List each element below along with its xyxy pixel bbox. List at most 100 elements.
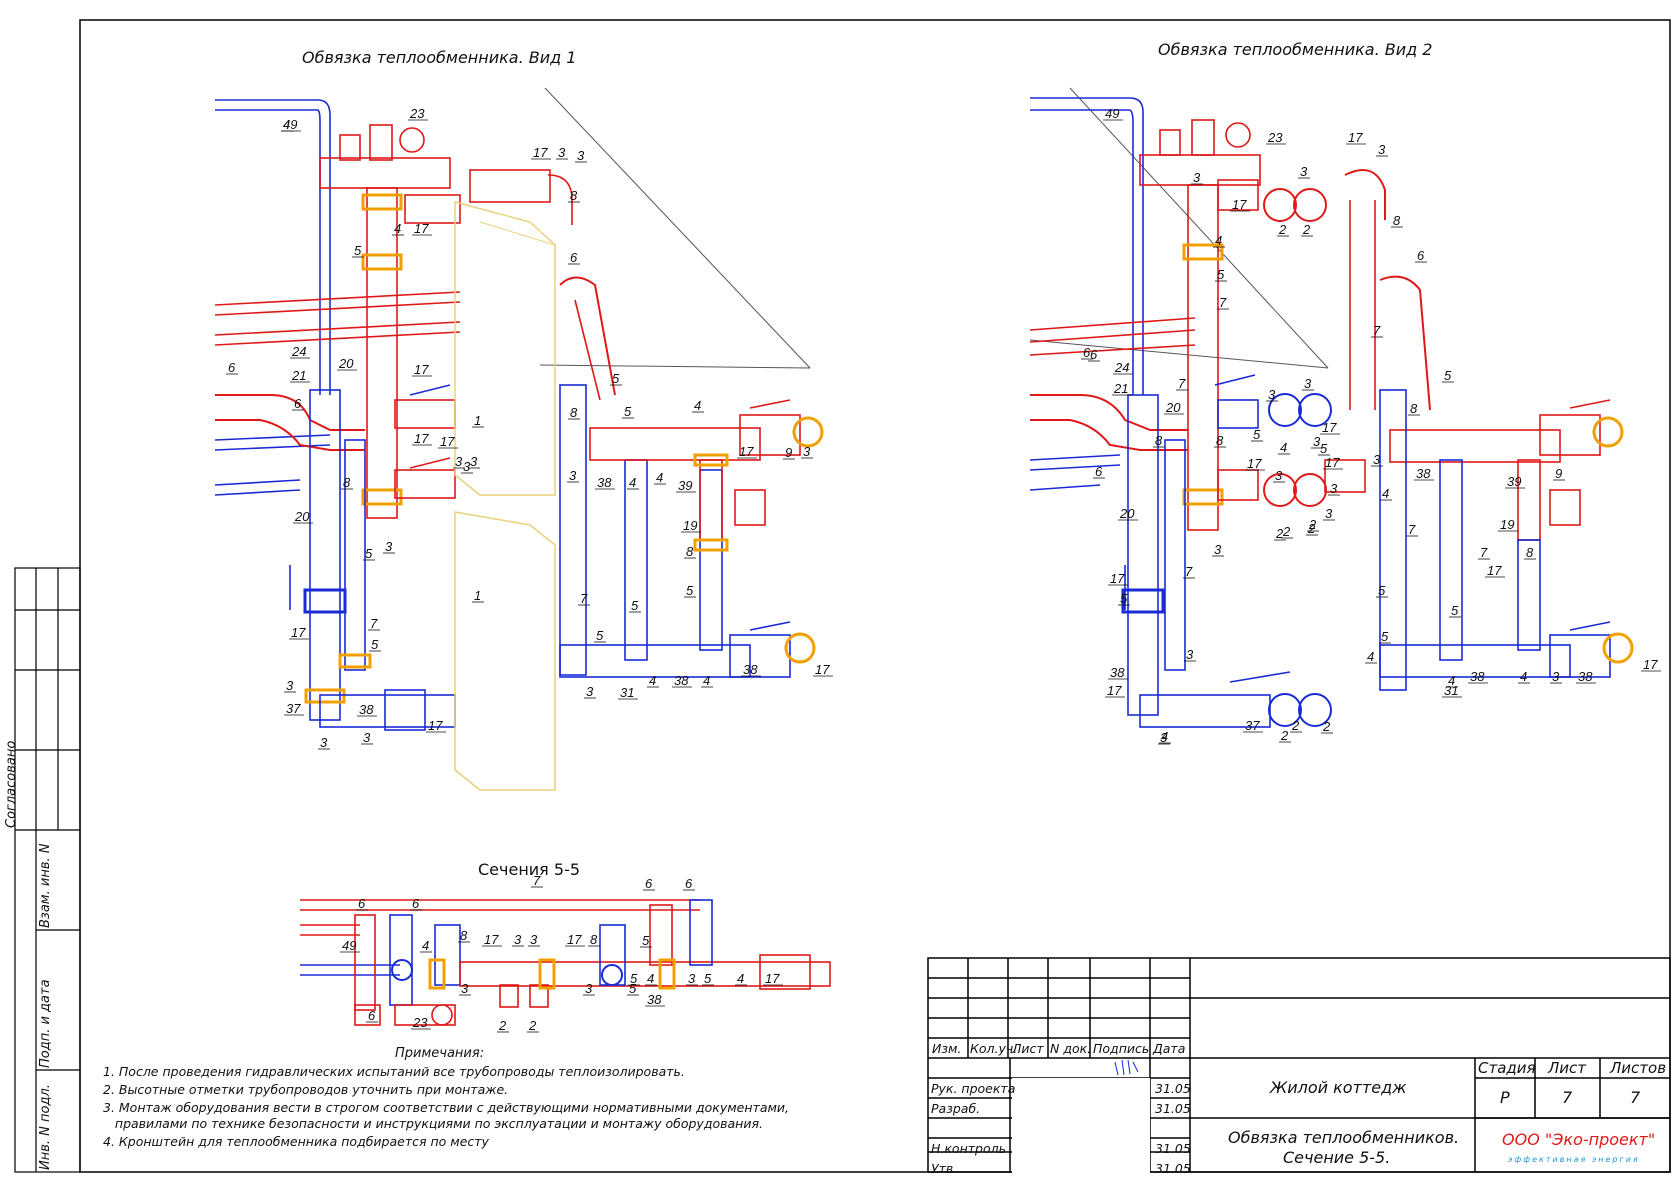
view2-callout-14: 7 [1219,295,1227,310]
view1-callout-1: 49 [283,117,297,132]
notes-heading: Примечания: [395,1046,485,1061]
view1-callout-61: 3 [363,730,371,745]
view1-callout-6: 8 [570,188,578,203]
view1-callout-5: 3 [577,148,585,163]
view2-callout-63: 4 [1448,673,1455,688]
tb-role-utv: Утв. [931,1161,958,1176]
view1-callout-57: 37 [286,701,301,716]
view1-callout-46: 17 [291,625,306,640]
view1-callout-48: 5 [596,628,604,643]
view1-callout-55: 17 [815,662,830,677]
view1-callout-53: 4 [703,673,710,688]
tb-company-slogan: эффективная энергия [1508,1155,1640,1164]
view1-callout-28: 8 [343,475,351,490]
view2-callout-50: 7 [1408,522,1416,537]
view2-callout-61: 4 [1367,649,1374,664]
view1-callout-24: 20 [338,356,354,371]
view2-callout-34: 2 [1307,521,1316,536]
view1-callout-43: 7 [580,591,588,606]
view1-callout-29: 17 [414,431,429,446]
signature-redaction [1012,1078,1150,1178]
section-callout-1: 7 [533,873,541,888]
section-callout-28: 6 [368,1008,376,1023]
view1-callout-44: 5 [631,598,639,613]
view2-callout-8: 8 [1393,213,1401,228]
view2-title: Обвязка теплообменника. Вид 2 [1158,40,1433,59]
section-callout-3: 6 [412,896,420,911]
note-item-3: 3. Монтаж оборудования вести в строгом с… [103,1100,790,1115]
view2-callout-67: 2 [1291,718,1300,733]
view2-callout-15: 7 [1373,323,1381,338]
view1-callout-15: 4 [694,398,701,413]
tb-col-data: Дата [1153,1041,1186,1056]
view2-callout-16: 5 [1444,368,1452,383]
section-title: Сечения 5-5 [478,860,581,879]
view2-callout-42: 6 [1083,345,1091,360]
view2-callout-30: 3 [1313,434,1321,449]
view1-callout-37: 19 [683,518,697,533]
view2-callout-11: 4 [1215,233,1222,248]
view1-callout-11: 1 [474,413,481,428]
tb-col-list: Лист [1012,1041,1044,1056]
section-callout-4: 6 [645,876,653,891]
view2-callout-41: 9 [1555,466,1562,481]
view2-callout-58: 5 [1120,591,1128,606]
view2-callout-20: 7 [1178,376,1186,391]
view2-callout-59: 5 [1381,629,1389,644]
view2-callout-13: 6 [1417,248,1425,263]
view1-callout-2: 23 [409,106,425,121]
view1-callout-27: 6 [294,396,302,411]
view2-callout-9: 2 [1278,222,1287,237]
tb-drawing-title: Обвязка теплообменников. [1228,1128,1460,1147]
view1-title: Обвязка теплообменника. Вид 1 [302,48,577,67]
view2-callout-52: 19 [1500,517,1514,532]
stamp-sign-date: Подп. и дата [38,979,53,1068]
stamp-inv-orig: Инв. N подл. [38,1084,53,1170]
view1-callout-10: 6 [228,360,236,375]
section-callout-14: 5 [642,933,650,948]
view2-callout-73: 17 [1643,657,1658,672]
section-callout-22: 4 [737,971,744,986]
view2-callout-43: 6 [1095,464,1103,479]
view1-callout-52: 38 [674,673,689,688]
section-callout-11: 3 [530,932,538,947]
view1-callout-62: 4 [283,117,290,132]
view2-callout-70: 4 [1520,669,1527,684]
view1-callout-4: 17 [533,145,548,160]
view2-callout-18: 24 [1114,360,1129,375]
view2-callout-25: 8 [1216,433,1224,448]
view2-callout-77: 3 [1160,730,1168,745]
view2-callout-31: 17 [1247,456,1262,471]
tb-role-razrab: Разраб. [931,1101,981,1116]
view1-callout-56: 3 [286,678,294,693]
view2-callout-10: 2 [1302,222,1311,237]
view2-callout-35: 2 [1275,526,1284,541]
note-item-4: правилами по технике безопасности и инст… [103,1116,763,1131]
view1-callout-33: 38 [597,475,612,490]
view1-callout-3: 3 [558,145,566,160]
view2-drawing [1029,87,1634,728]
section-callout-13: 8 [590,932,598,947]
view2-callout-40: 8 [1410,401,1418,416]
sheet-frame [79,19,1671,1173]
section-callout-9: 17 [484,932,499,947]
view1-callout-41: 5 [686,583,694,598]
section-callout-24: 38 [647,992,662,1007]
view2-callout-65: 17 [1107,683,1122,698]
view2-callout-7: 17 [1232,197,1247,212]
view2-callout-29: 4 [1280,440,1287,455]
view1-callout-32: 39 [678,478,692,493]
tb-date-2: 31.05 [1155,1101,1191,1116]
view2-callout-72: 38 [1578,669,1593,684]
view1-callout-13: 5 [612,371,620,386]
tb-sheets-label: Листов [1610,1059,1667,1077]
view1-callout-18: 17 [739,444,754,459]
view1-callout-7: 4 [394,221,401,236]
view2-callout-2: 23 [1267,130,1283,145]
view1-callout-60: 3 [320,735,328,750]
view2-callout-21: 3 [1268,387,1276,402]
view1-callout-17: 4 [656,470,663,485]
view2-callout-55: 7 [1480,545,1488,560]
tb-company: ООО "Эко-проект" [1502,1130,1656,1149]
